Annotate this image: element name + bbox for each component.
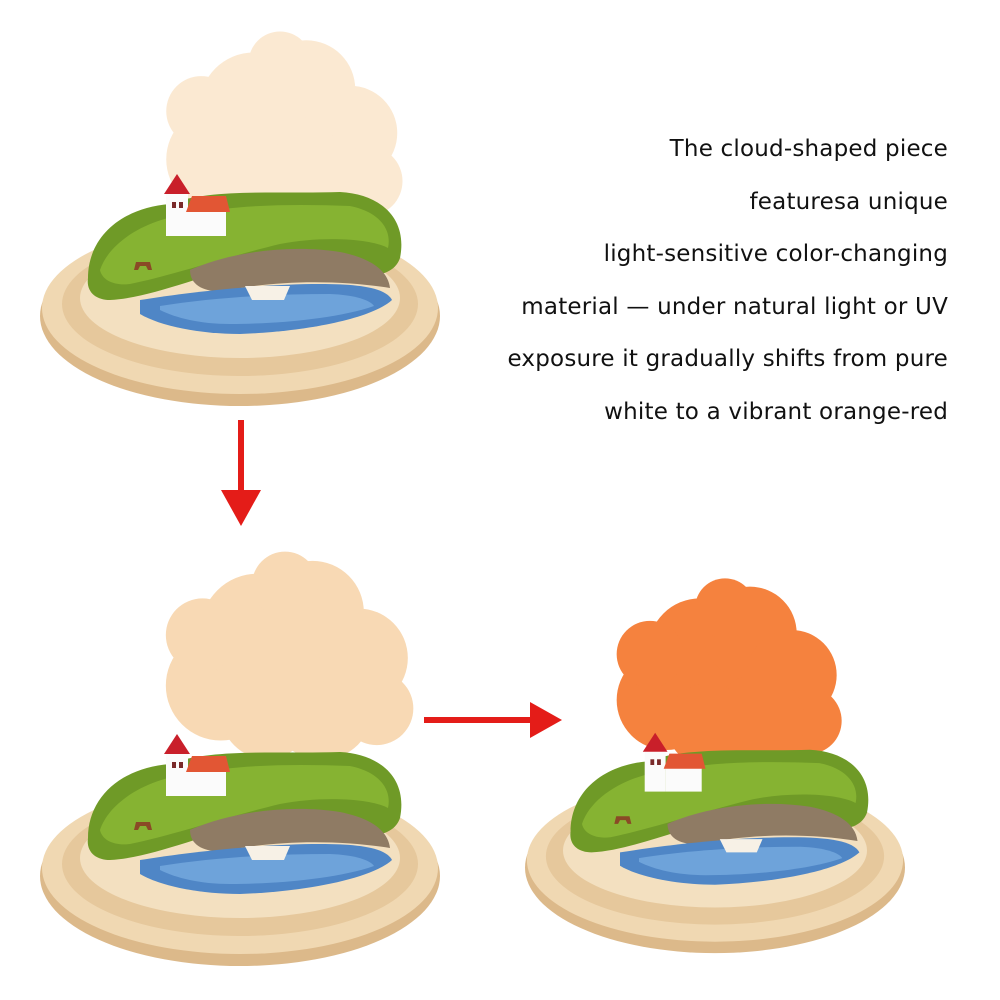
description-line-3: light-sensitive color-changing bbox=[603, 241, 948, 267]
arrow-right-icon bbox=[424, 700, 564, 740]
product-photo-white bbox=[30, 18, 450, 408]
cloud-light-orange bbox=[165, 551, 414, 760]
cloud-orange-red bbox=[616, 578, 842, 768]
description-line-4: material — under natural light or UV bbox=[521, 293, 948, 320]
description-line-5: exposure it gradually shifts from pure bbox=[507, 346, 948, 372]
product-photo-light-orange bbox=[30, 548, 450, 968]
description-line-1: The cloud-shaped piece bbox=[669, 136, 948, 162]
description-text: The cloud-shaped piece featuresa unique … bbox=[478, 126, 948, 441]
description-line-2: featuresa unique bbox=[749, 188, 948, 215]
product-photo-orange-red bbox=[505, 575, 945, 965]
description-line-6: white to a vibrant orange-red bbox=[604, 398, 948, 425]
arrow-down-icon bbox=[218, 420, 264, 528]
diorama-white bbox=[40, 174, 440, 406]
diorama-orange-red bbox=[525, 732, 905, 954]
diorama-light-orange bbox=[40, 734, 440, 966]
